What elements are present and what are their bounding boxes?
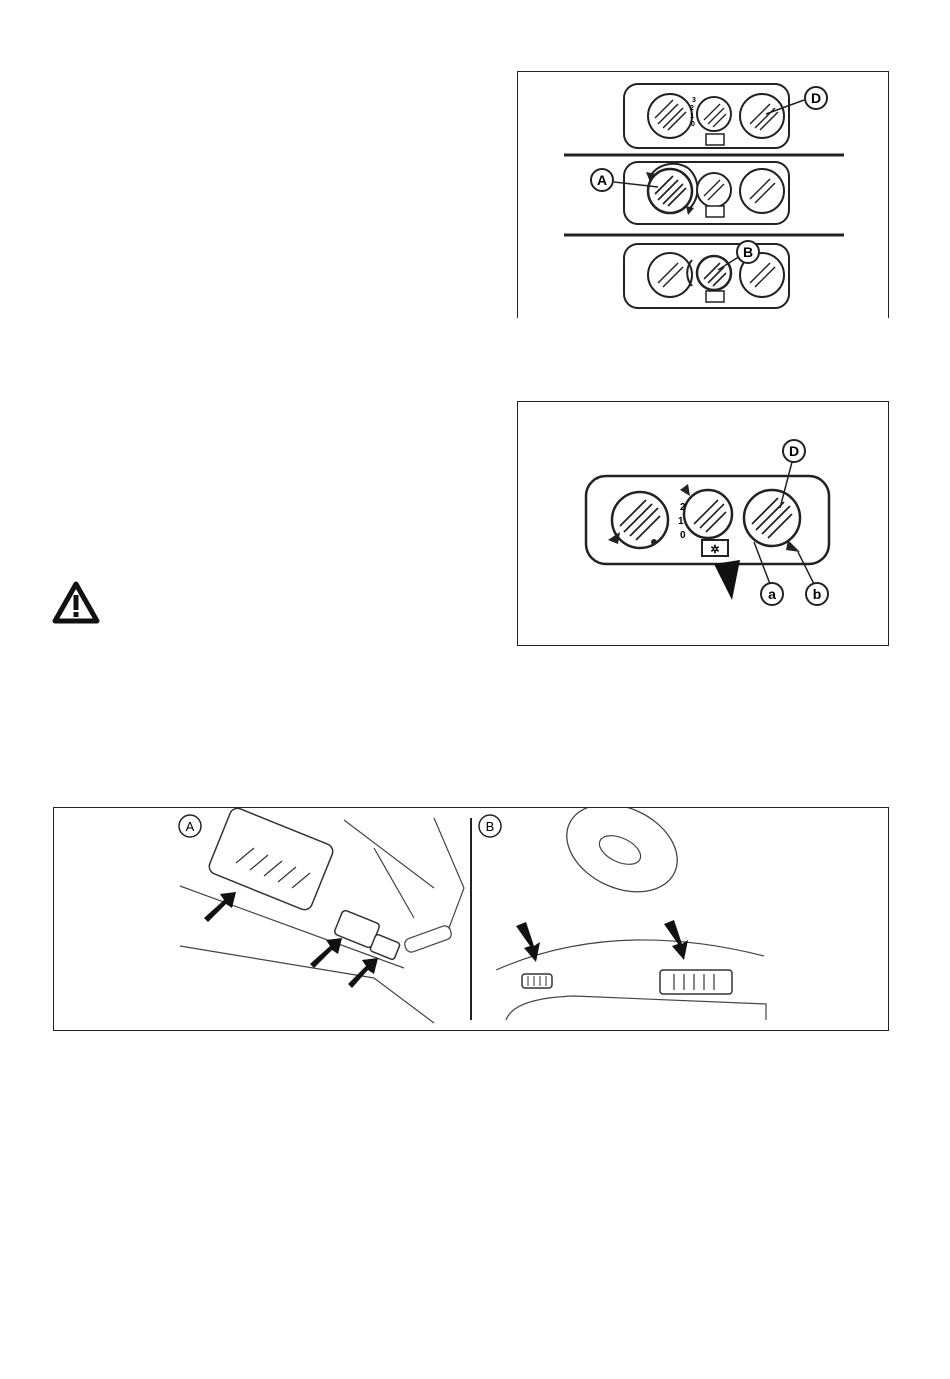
arrow-icon	[310, 938, 342, 968]
fan-scale-2: 2	[690, 105, 694, 112]
control-panel-2: A	[591, 162, 789, 224]
vent-panel-a: A	[179, 808, 464, 1023]
svg-text:✲: ✲	[710, 544, 719, 556]
fan-scale-0: 0	[680, 530, 686, 541]
fan-scale-3: 3	[692, 97, 696, 104]
callout-a-label: a	[768, 586, 776, 602]
fan-scale-2: 2	[680, 502, 686, 513]
cab-air-vents-illustration: A B	[54, 808, 888, 1030]
panel-b-label: B	[486, 819, 495, 834]
fan-scale-1: 1	[690, 113, 694, 120]
control-panel-1: 3 2 1 0 D	[624, 84, 827, 148]
callout-d-label: D	[789, 443, 799, 459]
callout-b-label: B	[743, 244, 753, 260]
fan-scale-1: 1	[678, 516, 684, 527]
heater-controls-illustration: 3 2 1 0 D A	[518, 72, 890, 319]
heater-control-detail-illustration: 2 1 0 ✲ D a b	[518, 402, 888, 645]
control-panel-3: B	[624, 241, 789, 308]
arrow-icon	[664, 920, 688, 960]
panel-a-label: A	[186, 819, 195, 834]
arrow-icon	[516, 922, 540, 962]
figure-cab-air-vents: A B	[53, 807, 889, 1031]
vent-panel-b: B	[479, 808, 766, 1020]
arrow-pointer-icon	[714, 560, 740, 600]
callout-b-label: b	[813, 586, 822, 602]
callout-a-label: A	[597, 172, 607, 188]
fan-scale-0: 0	[691, 121, 695, 128]
figure-heater-control-detail: 2 1 0 ✲ D a b	[517, 401, 889, 646]
callout-d-label: D	[811, 90, 821, 106]
figure-heater-controls-sequence: 3 2 1 0 D A	[517, 71, 889, 318]
warning-triangle-icon	[52, 581, 100, 625]
arrow-icon	[348, 958, 378, 988]
